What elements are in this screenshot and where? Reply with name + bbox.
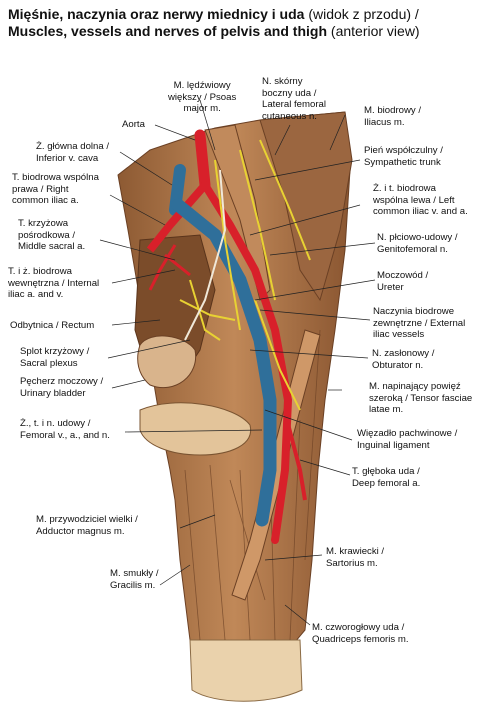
deep-femoral-artery [285,419,307,501]
label-urinary-bladder: Pęcherz moczowy /Urinary bladder [20,376,104,399]
title-polish: Mięśnie, naczynia oraz nerwy miednicy i … [8,6,305,22]
title-english-sub: (anterior view) [330,23,420,39]
label-sympathetic-trunk: Pień współczulny /Sympathetic trunk [364,145,443,168]
right-common-iliac-artery [146,182,209,253]
iliacus-muscle [259,111,353,302]
pubic-bone [139,402,252,456]
title-polish-sub: (widok z przodu) / [308,6,419,22]
label-sacral-plexus: Splot krzyżowy /Sacral plexus [20,346,90,369]
label-sartorius: M. krawiecki /Sartorius m. [326,546,385,569]
bladder [137,335,197,389]
femur-bottom [189,639,303,702]
label-gracilis: M. smukły /Gracilis m. [110,568,159,591]
psoas-muscle [204,124,271,301]
label-aorta: Aorta [122,119,145,130]
label-obturator: N. zasłonowy /Obturator n. [372,348,435,371]
label-inguinal-ligament: Więzadło pachwinowe /Inguinal ligament [357,428,458,451]
iliac-femoral-artery [201,181,293,544]
nerves [179,139,311,411]
title-english: Muscles, vessels and nerves of pelvis an… [8,23,328,39]
label-quadriceps: M. czworogłowy uda /Quadriceps femoris m… [312,622,409,645]
label-ureter: Moczowód /Ureter [377,270,429,293]
page-title: Mięśnie, naczynia oraz nerwy miednicy i … [8,6,420,40]
label-genitofemoral: N. płciowo-udowy /Genitofemoral n. [377,232,458,255]
label-deep-femoral: T. głęboka uda /Deep femoral a. [352,466,421,489]
label-iliacus: M. biodrowy /Iliacus m. [364,105,422,128]
label-rectum: Odbytnica / Rectum [10,320,95,331]
aorta [194,129,211,191]
label-inferior-vena-cava: Ż. główna dolna /Inferior v. cava [36,141,110,164]
iliac-femoral-vein [171,198,277,527]
leader-lines [99,99,376,626]
ureter [184,169,227,341]
label-adductor-magnus: M. przywodziciel wielki /Adductor magnus… [36,514,138,537]
label-femoral: Ż., t. i n. udowy /Femoral v., a., and n… [20,418,110,441]
